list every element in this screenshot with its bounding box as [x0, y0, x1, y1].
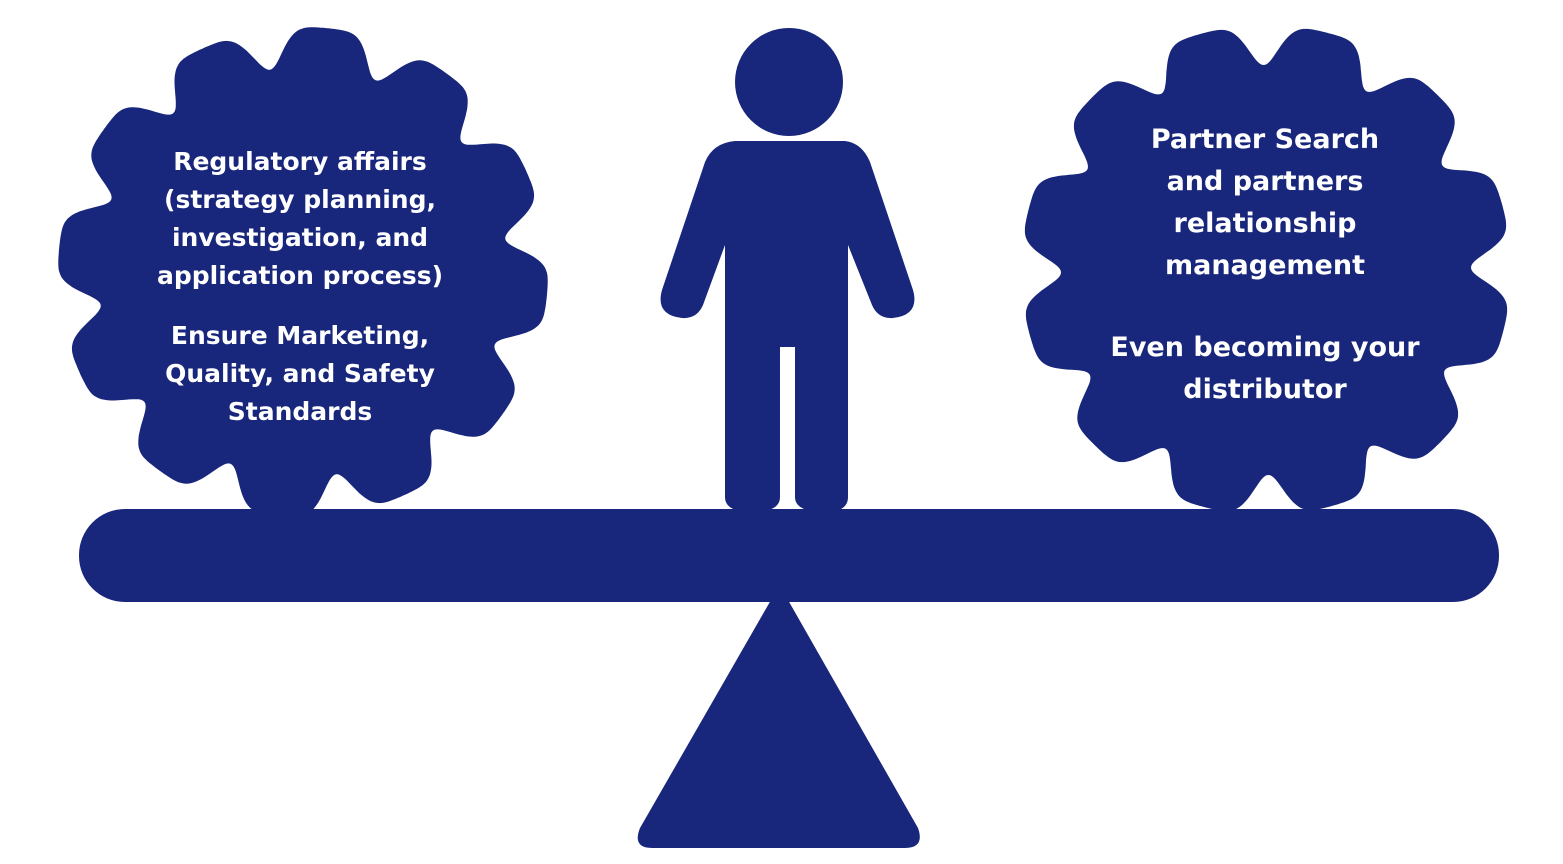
- left-line-4: application process): [156, 261, 444, 290]
- seesaw-plank: [79, 509, 1499, 602]
- right-line-4: management: [1164, 250, 1365, 281]
- person-head: [735, 28, 843, 136]
- right-line-1: Partner Search: [1150, 124, 1380, 155]
- left-gear-icon: [58, 27, 548, 517]
- right-gear-icon: [1024, 28, 1508, 512]
- right-gear-text: Partner Search and partners relationship…: [1100, 119, 1430, 411]
- left-line-3: investigation, and: [171, 223, 429, 252]
- person-body: [660, 141, 915, 512]
- left-line-5: Ensure Marketing,: [170, 321, 430, 350]
- left-gear-text: Regulatory affairs (strategy planning, i…: [150, 143, 450, 431]
- right-line-6: distributor: [1183, 374, 1347, 405]
- right-line-3: relationship: [1173, 208, 1357, 239]
- left-line-2: (strategy planning,: [164, 185, 436, 214]
- right-line-2: and partners: [1166, 166, 1364, 197]
- fulcrum-triangle: [637, 595, 920, 848]
- person-icon: [660, 28, 915, 512]
- right-line-5: Even becoming your: [1110, 332, 1420, 363]
- left-line-7: Standards: [227, 397, 373, 426]
- left-line-6: Quality, and Safety: [165, 359, 435, 388]
- left-line-1: Regulatory affairs: [173, 147, 427, 176]
